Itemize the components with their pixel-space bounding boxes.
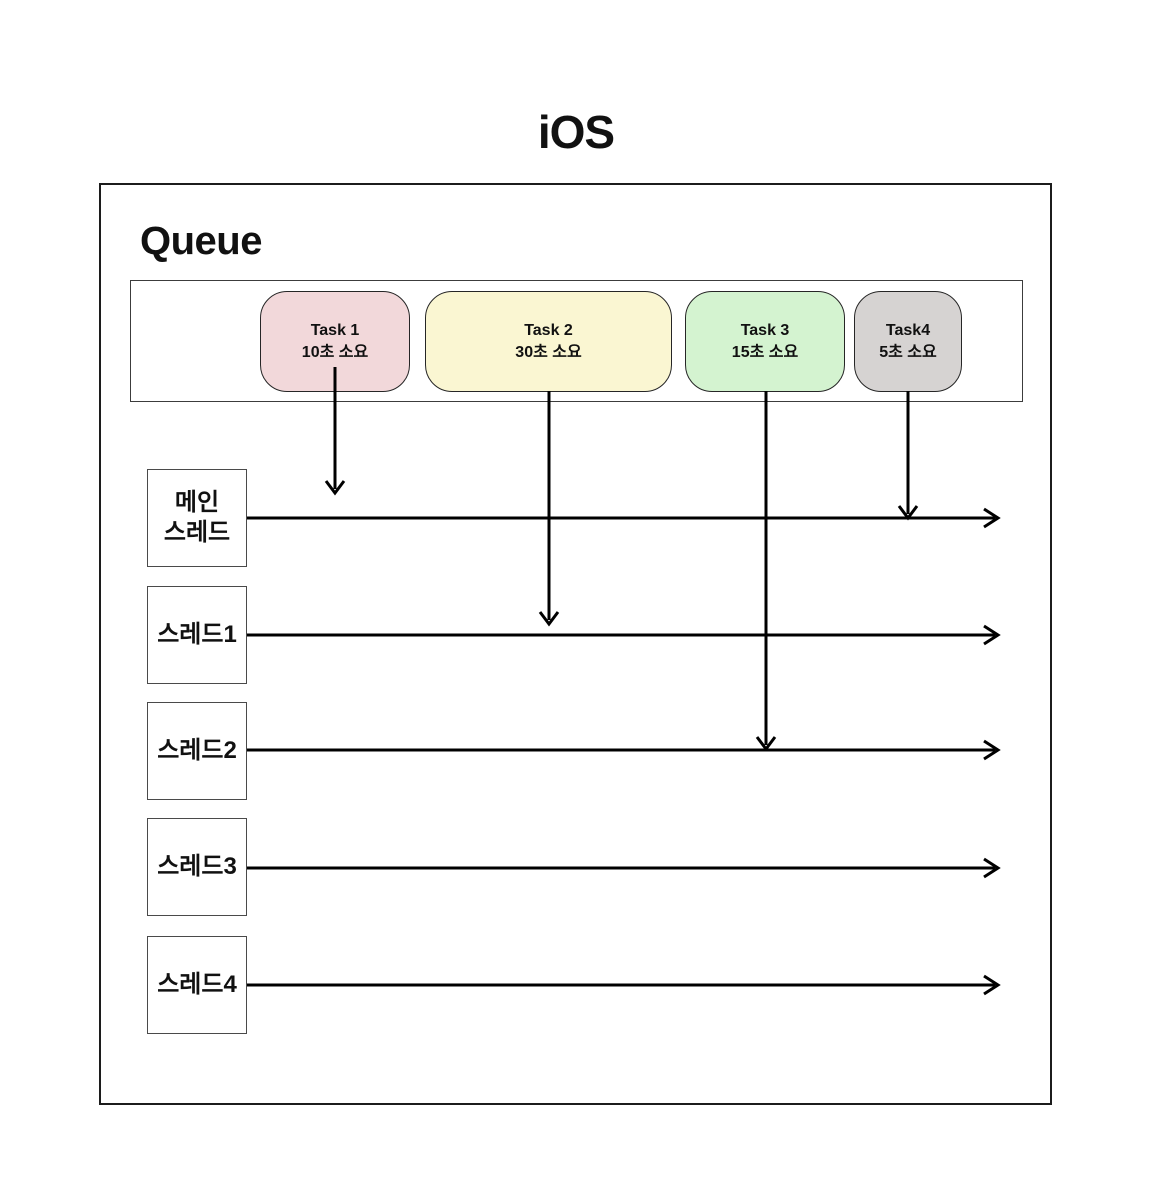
queue-heading: Queue xyxy=(140,219,262,263)
task-name: Task 2 xyxy=(524,321,573,339)
task-name: Task 3 xyxy=(740,321,790,339)
thread-label: 스레드3 xyxy=(157,853,237,880)
task-duration: 15초 소요 xyxy=(731,343,799,361)
thread-box-main: 메인 스레드 xyxy=(147,469,247,567)
thread-label: 스레드2 xyxy=(157,737,237,764)
task-node-1: Task 1 10초 소요 xyxy=(260,291,410,392)
task-duration: 30초 소요 xyxy=(515,343,582,361)
task-node-4: Task4 5초 소요 xyxy=(854,291,962,392)
task-duration: 10초 소요 xyxy=(301,343,369,361)
task-duration: 5초 소요 xyxy=(879,343,937,361)
thread-box-3: 스레드3 xyxy=(147,818,247,916)
thread-box-1: 스레드1 xyxy=(147,586,247,684)
thread-label: 메인 스레드 xyxy=(163,489,231,546)
diagram-title: iOS xyxy=(537,106,615,158)
task-node-2: Task 2 30초 소요 xyxy=(425,291,672,392)
task-name: Task4 xyxy=(885,321,931,339)
thread-label: 스레드1 xyxy=(157,621,237,648)
task-node-3: Task 3 15초 소요 xyxy=(685,291,845,392)
thread-box-4: 스레드4 xyxy=(147,936,247,1034)
thread-box-2: 스레드2 xyxy=(147,702,247,800)
thread-label: 스레드4 xyxy=(157,971,237,998)
task-name: Task 1 xyxy=(310,321,360,339)
